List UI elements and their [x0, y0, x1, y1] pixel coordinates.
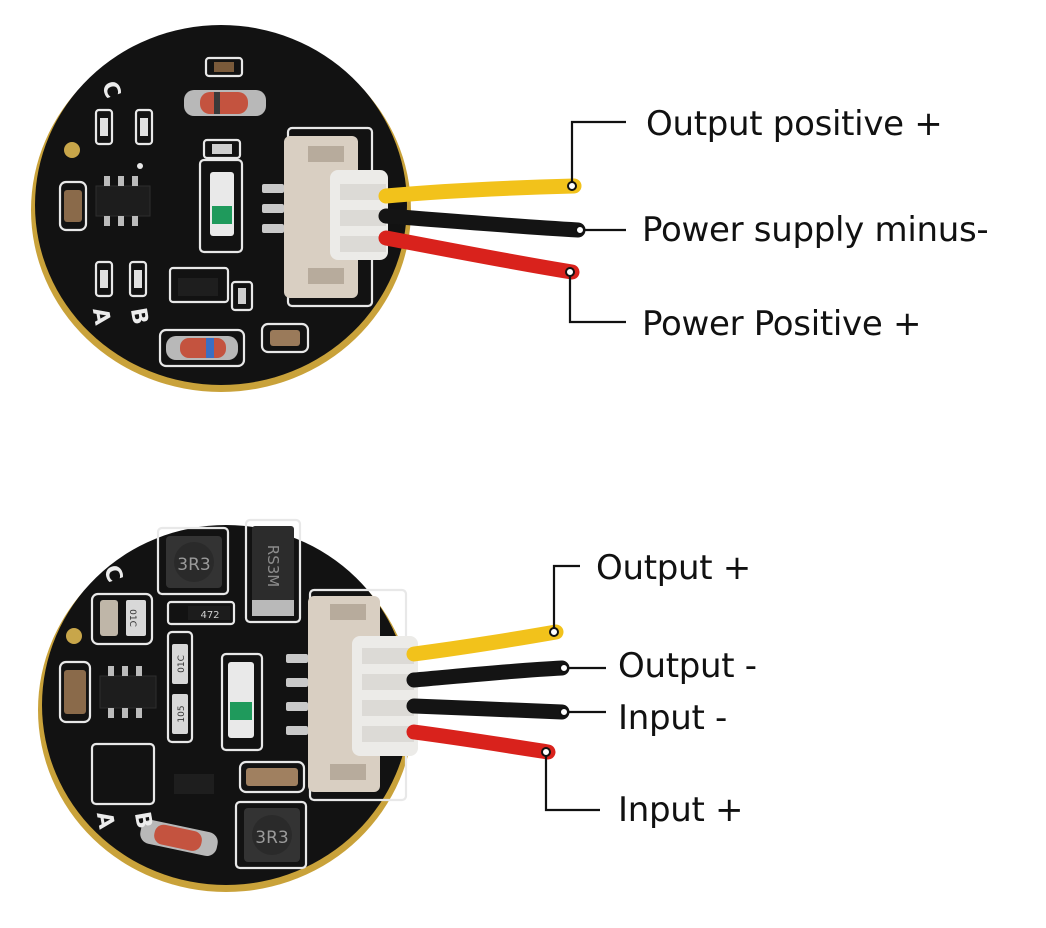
bottom-board: 3R3 3R3 RS3M 472 01C 01C 105 [38, 518, 418, 892]
top-silk-a: A [87, 306, 115, 327]
diode-marking: RS3M [264, 545, 282, 587]
cap-2-marking: 01C [177, 655, 187, 673]
top-capacitor [64, 190, 82, 222]
resistor-marking: 472 [200, 610, 219, 621]
top-wire-yellow [378, 178, 582, 204]
top-wires [378, 178, 586, 280]
bottom-wire-yellow [406, 624, 564, 662]
bottom-led [228, 662, 254, 738]
top-board: C B A [31, 25, 411, 392]
label-output-plus: Output + [596, 548, 751, 588]
top-led [210, 172, 234, 236]
top-ic-chip [95, 185, 151, 217]
bottom-wires [406, 624, 570, 760]
label-output-positive: Output positive + [646, 104, 943, 144]
cap-1-marking: 01C [127, 609, 137, 627]
top-wire-red [378, 230, 580, 280]
bottom-diode-rs3m [252, 526, 294, 616]
bottom-silk-b: B [129, 810, 157, 831]
bottom-ic-chip [99, 675, 157, 709]
bottom-silk-c: C [98, 562, 127, 586]
label-input-plus: Input + [618, 790, 744, 830]
label-power-supply-minus: Power supply minus- [642, 210, 989, 250]
label-input-minus: Input - [618, 698, 728, 738]
label-power-positive: Power Positive + [642, 304, 922, 344]
top-leader-lines [568, 120, 626, 324]
label-output-minus: Output - [618, 646, 757, 686]
bottom-wire-black-2 [406, 698, 570, 720]
bottom-resistor-472 [188, 606, 230, 620]
top-mount-pad [64, 142, 80, 158]
top-wire-black [378, 208, 586, 238]
inductor-top-marking: 3R3 [177, 555, 210, 575]
inductor-bottom-marking: 3R3 [255, 828, 288, 848]
cap-3-marking: 105 [177, 705, 187, 722]
top-silk-c: C [96, 78, 125, 102]
top-silk-b: B [125, 306, 153, 327]
bottom-silk-a: A [91, 810, 119, 831]
bottom-leader-lines [544, 564, 606, 812]
bottom-wire-red [406, 724, 556, 760]
bottom-wire-black-1 [406, 660, 570, 688]
bottom-mount-pad [66, 628, 82, 644]
